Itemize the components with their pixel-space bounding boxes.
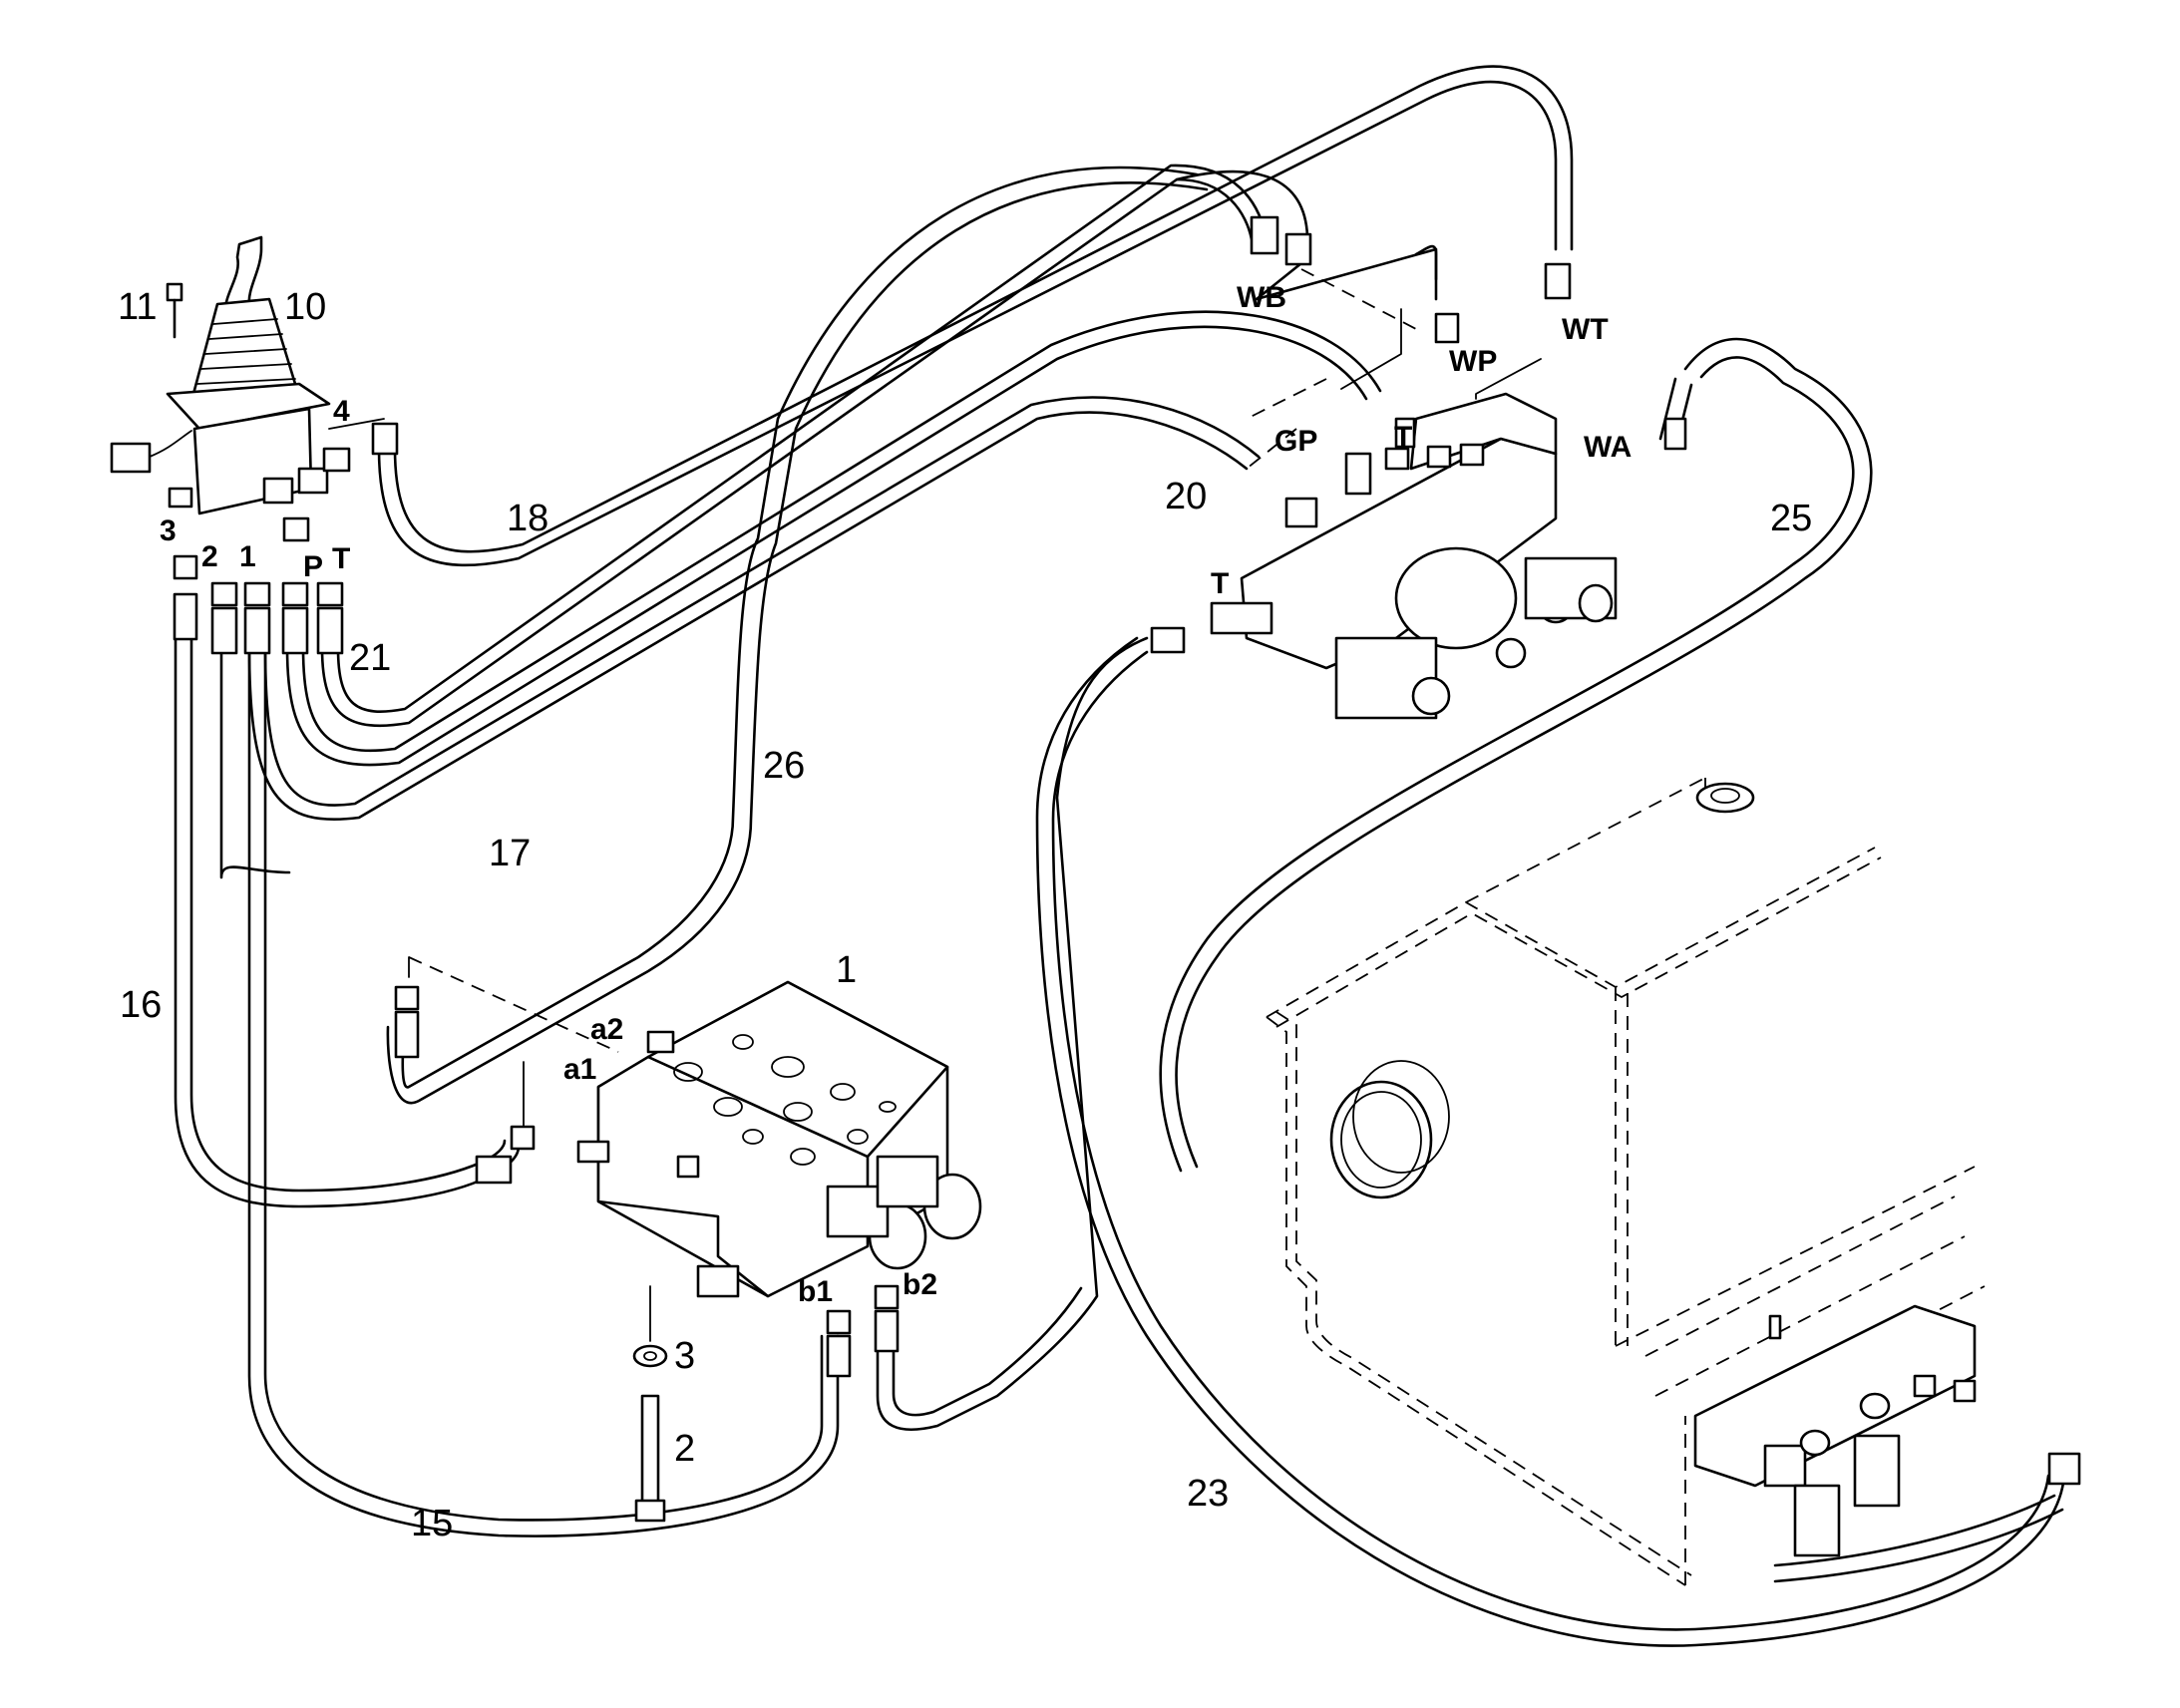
part-number-25: 25	[1770, 498, 1812, 539]
part-number-17: 17	[489, 833, 531, 874]
valve-manifold	[1240, 437, 1558, 670]
port-label-1: 1	[239, 540, 256, 573]
hydraulic-tank	[1266, 777, 2081, 1586]
part-number-11: 11	[118, 286, 157, 328]
control-valve-1	[394, 956, 982, 1523]
port-label-T-left: T	[1211, 567, 1229, 600]
hose-18	[377, 65, 1574, 567]
part-number-1: 1	[836, 949, 857, 991]
port-labels: 4 3 2 1 P T WB WT WP WA GP T T a1 a2 b1 …	[160, 281, 1632, 1308]
part-number-2: 2	[674, 1428, 695, 1470]
hose-21	[320, 164, 1268, 728]
screw-11	[166, 282, 183, 339]
joystick-assembly	[110, 235, 399, 655]
port-label-WB: WB	[1237, 281, 1286, 314]
hose-15	[219, 636, 840, 1537]
hose-16	[174, 636, 521, 1208]
electric-connector	[110, 442, 152, 474]
hose-end-fittings	[173, 422, 399, 655]
port-label-a2: a2	[590, 1013, 623, 1046]
part-number-23: 23	[1187, 1473, 1229, 1515]
joystick-base	[192, 407, 313, 515]
part-number-3: 3	[674, 1335, 695, 1377]
port-label-2: 2	[201, 540, 218, 573]
part-number-10: 10	[284, 286, 326, 328]
part-number-26: 26	[763, 745, 805, 787]
accumulator	[1394, 546, 1518, 650]
port-label-b2: b2	[903, 1268, 937, 1301]
port-label-T-joystick: T	[332, 542, 350, 575]
joystick-flange	[166, 382, 331, 431]
port-label-WP: WP	[1449, 345, 1497, 378]
port-label-T-upper: T	[1394, 421, 1412, 454]
bolt-2	[634, 1285, 666, 1523]
upper-valve-block	[1150, 215, 1687, 720]
hose-tank-return	[1773, 1494, 2064, 1583]
hose-17	[247, 396, 1261, 822]
hose-wp-arch	[1175, 170, 1438, 301]
tank-sight-glass	[1329, 1060, 1450, 1199]
port-label-b1: b1	[798, 1275, 833, 1308]
tank-valve-block	[1693, 1304, 1977, 1488]
part-number-16: 16	[120, 984, 162, 1026]
port-label-GP: GP	[1274, 425, 1317, 458]
port-label-P: P	[303, 550, 323, 583]
port-label-a1: a1	[563, 1053, 596, 1086]
hose-20	[285, 310, 1382, 767]
port-label-WA: WA	[1584, 431, 1632, 464]
tank-filler	[1695, 782, 1755, 814]
part-number-18: 18	[507, 498, 548, 539]
washer-3	[632, 1344, 668, 1368]
part-number-15: 15	[411, 1503, 453, 1544]
hose-23	[1035, 636, 2066, 1647]
part-number-21: 21	[349, 637, 391, 679]
hose-b2	[876, 636, 1149, 1431]
part-number-labels: 11 10 18 21 17 26 20 25 16 1 3 2 15 23	[118, 286, 1812, 1544]
port-label-3: 3	[160, 514, 177, 547]
hose-26	[386, 166, 1209, 1105]
joystick-port-fittings	[168, 447, 351, 542]
port-label-4: 4	[333, 395, 350, 428]
port-label-WT: WT	[1562, 313, 1609, 346]
part-number-20: 20	[1165, 476, 1207, 517]
